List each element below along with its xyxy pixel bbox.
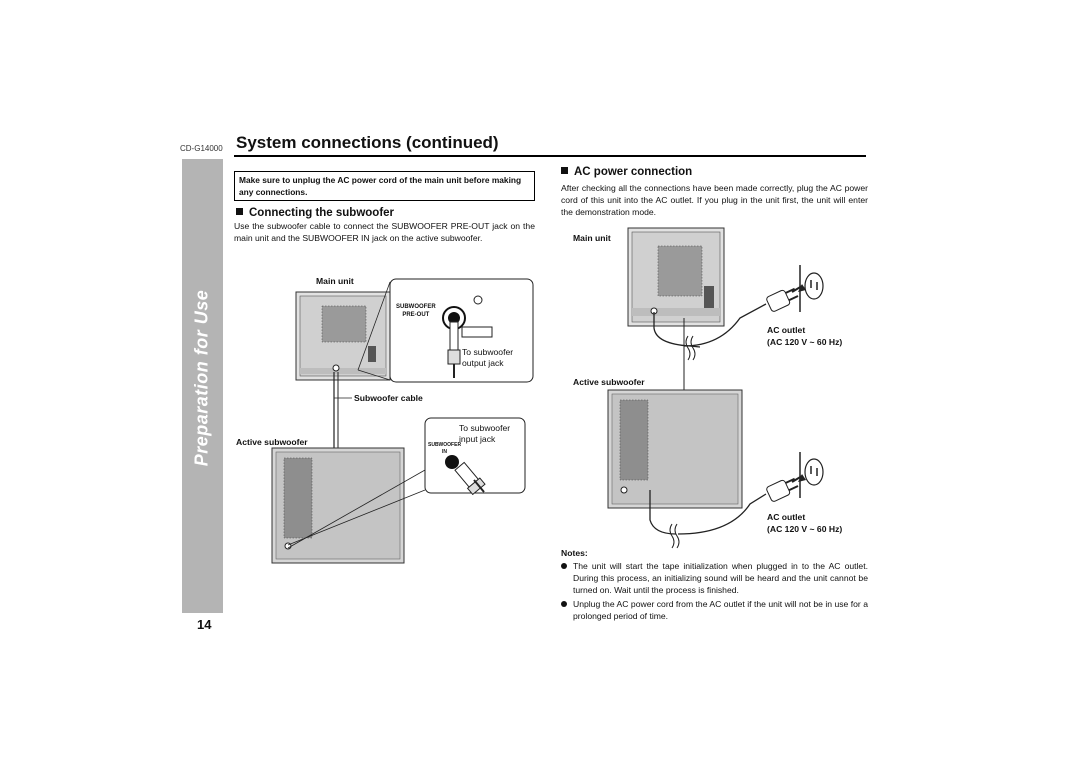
- ac-outlet-2-spec: (AC 120 V ~ 60 Hz): [767, 524, 843, 534]
- main-unit-label: Main unit: [316, 276, 354, 286]
- ac-heading-text: AC power connection: [574, 166, 693, 178]
- note-item-2: Unplug the AC power cord from the AC out…: [561, 598, 868, 622]
- ac-outlet-1-label: AC outlet (AC 120 V ~ 60 Hz): [767, 325, 842, 347]
- input-jack-line1: To subwoofer: [459, 423, 511, 433]
- subwoofer-heading-text: Connecting the subwoofer: [249, 207, 395, 219]
- subwoofer-cable-label: Subwoofer cable: [354, 393, 423, 403]
- notes-title: Notes:: [561, 548, 588, 558]
- square-bullet-icon: [236, 208, 243, 215]
- ac-heading: AC power connection: [561, 166, 692, 178]
- subwoofer-instructions: Use the subwoofer cable to connect the S…: [234, 221, 535, 243]
- input-jack-label: To subwoofer input jack: [459, 423, 510, 445]
- input-jack-line2: input jack: [459, 434, 496, 444]
- active-subwoofer-illustration: [607, 389, 743, 509]
- section-sidebar: [182, 159, 223, 613]
- note-item-1: The unit will start the tape initializat…: [561, 560, 868, 596]
- input-panel-line1: SUBWOOFER: [428, 442, 462, 448]
- input-panel-line2: IN: [442, 449, 448, 455]
- output-jack-label: To subwoofer output jack: [462, 347, 513, 369]
- page-number: 14: [197, 617, 212, 632]
- main-unit-rear-illustration: [627, 227, 725, 327]
- ac-outlet-1-spec: (AC 120 V ~ 60 Hz): [767, 337, 843, 347]
- output-jack-line1: To subwoofer: [462, 347, 514, 357]
- active-subwoofer-label: Active subwoofer: [236, 437, 308, 447]
- ac-main-unit-label: Main unit: [573, 233, 611, 243]
- model-number: CD-G14000: [180, 144, 223, 153]
- bullet-icon: [561, 563, 567, 569]
- title-rule: [234, 155, 866, 157]
- preout-jack-label: SUBWOOFER PRE-OUT: [396, 303, 436, 319]
- preout-label-line1: SUBWOOFER: [396, 304, 436, 310]
- square-bullet-icon: [561, 167, 568, 174]
- ac-active-subwoofer-label: Active subwoofer: [573, 377, 645, 387]
- ac-outlet-2-title: AC outlet: [767, 512, 806, 522]
- ac-outlet-1-title: AC outlet: [767, 325, 806, 335]
- subwoofer-heading: Connecting the subwoofer: [236, 207, 394, 219]
- preout-label-line2: PRE-OUT: [402, 312, 430, 318]
- page-title: System connections (continued): [236, 133, 499, 152]
- bullet-icon: [561, 601, 567, 607]
- note-item-2-text: Unplug the AC power cord from the AC out…: [573, 599, 868, 621]
- main-unit-rear-illustration: [295, 291, 391, 381]
- input-panel-label: SUBWOOFER IN: [428, 442, 461, 456]
- active-subwoofer-illustration: [271, 447, 405, 564]
- note-item-1-text: The unit will start the tape initializat…: [573, 561, 868, 595]
- ac-outlet-2-label: AC outlet (AC 120 V ~ 60 Hz): [767, 512, 842, 534]
- warning-box: Make sure to unplug the AC power cord of…: [234, 171, 535, 201]
- ac-instructions: After checking all the connections have …: [561, 183, 868, 217]
- output-jack-line2: output jack: [462, 358, 504, 368]
